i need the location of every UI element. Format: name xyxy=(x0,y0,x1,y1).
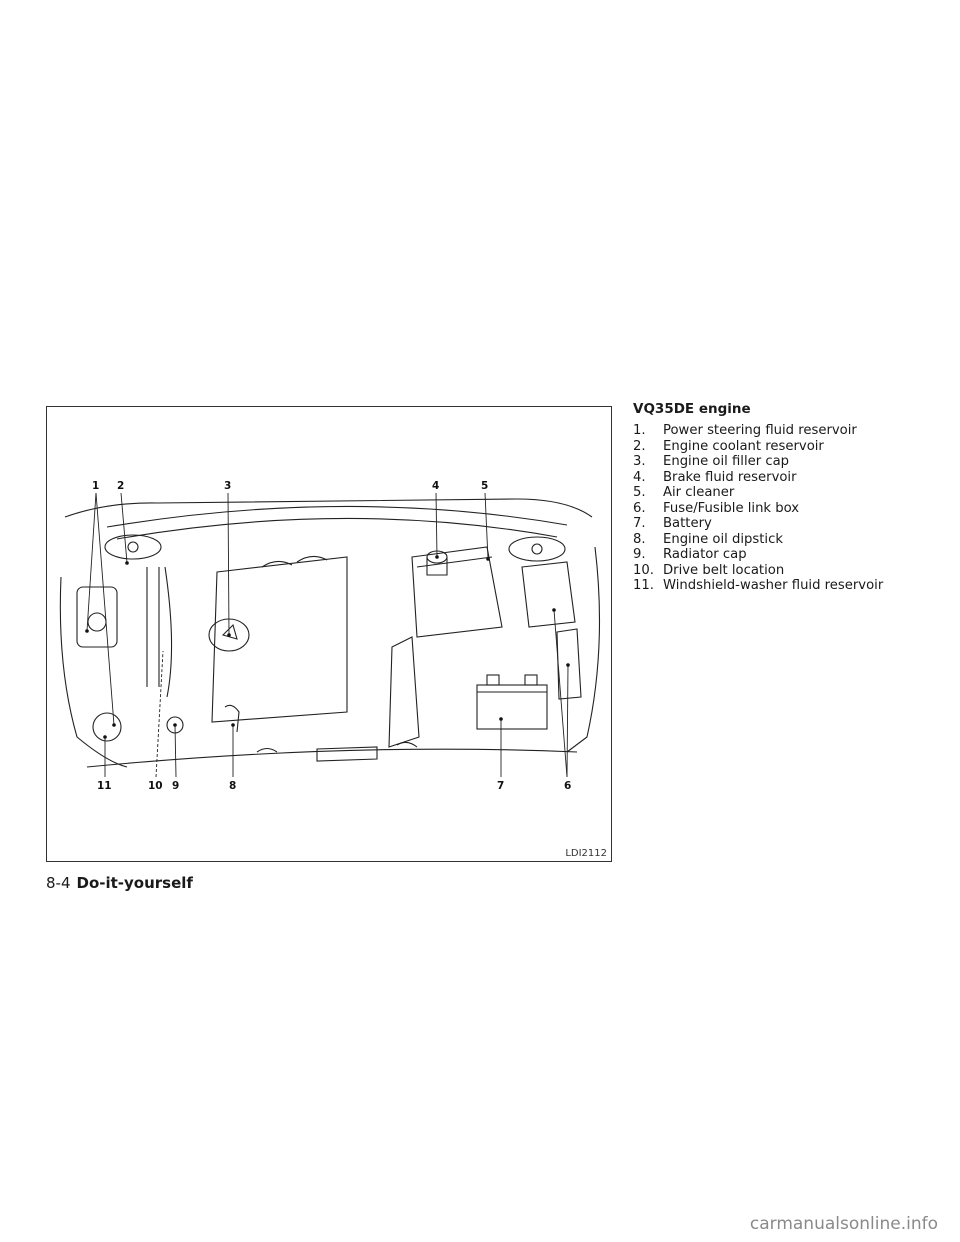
legend-label: Drive belt location xyxy=(663,562,785,578)
legend-number: 6. xyxy=(633,500,646,516)
callout-6: 6 xyxy=(564,780,571,792)
caption-title: VQ35DE engine xyxy=(633,401,751,417)
legend-label: Engine oil dipstick xyxy=(663,531,783,547)
legend-number: 9. xyxy=(633,547,646,562)
legend-label: Engine coolant reservoir xyxy=(663,438,824,454)
legend-item: 9. Radiator cap xyxy=(633,547,953,563)
legend-item: 5. Air cleaner xyxy=(633,485,953,501)
callout-9: 9 xyxy=(172,780,179,792)
section-title: Do-it-yourself xyxy=(76,874,193,892)
legend-number: 10. xyxy=(633,562,654,578)
legend-item: 6. Fuse/Fusible link box xyxy=(633,501,953,517)
legend-number: 1. xyxy=(633,423,646,438)
legend-label: Engine oil filler cap xyxy=(663,454,790,469)
legend-number: 4. xyxy=(633,469,646,485)
engine-diagram-figure: 1 2 3 4 5 6 7 8 9 10 11 LDI2112 xyxy=(46,406,612,862)
legend-item: 8. Engine oil dipstick xyxy=(633,532,953,548)
callout-5: 5 xyxy=(481,480,488,492)
legend-item: 11. Windshield-washer fluid reservoir xyxy=(633,578,953,594)
legend-item: 3. Engine oil filler cap xyxy=(633,454,953,470)
callout-11: 11 xyxy=(97,780,112,792)
component-legend: 1. Power steering fluid reservoir 2. Engin… xyxy=(633,423,953,594)
legend-label: Battery xyxy=(663,516,712,531)
engine-bay-illustration: 1 2 3 4 5 6 7 8 9 10 11 xyxy=(59,480,601,792)
legend-item: 10. Drive belt location xyxy=(633,563,953,579)
callout-7: 7 xyxy=(497,780,504,792)
page-number: 8-4 xyxy=(46,874,71,892)
callout-4: 4 xyxy=(432,480,439,492)
legend-label: Brake fluid reservoir xyxy=(663,469,797,485)
legend-label: Windshield-washer fluid reservoir xyxy=(663,578,884,593)
legend-number: 8. xyxy=(633,531,646,547)
legend-item: 1. Power steering fluid reservoir xyxy=(633,423,953,439)
legend-item: 7. Battery xyxy=(633,516,953,532)
page-footer: 8-4 Do-it-yourself xyxy=(46,874,193,892)
legend-number: 5. xyxy=(633,485,646,500)
legend-item: 2. Engine coolant reservoir xyxy=(633,439,953,455)
watermark: carmanualsonline.info xyxy=(749,1214,938,1234)
legend-number: 7. xyxy=(633,516,646,531)
figure-code: LDI2112 xyxy=(565,848,607,859)
legend-label: Power steering fluid reservoir xyxy=(663,423,857,438)
callout-2: 2 xyxy=(117,480,124,492)
callout-3: 3 xyxy=(224,480,231,492)
callout-1: 1 xyxy=(92,480,99,492)
callout-8: 8 xyxy=(229,780,236,792)
legend-label: Radiator cap xyxy=(663,547,747,562)
legend-item: 4. Brake fluid reservoir xyxy=(633,470,953,486)
callout-10: 10 xyxy=(148,780,163,792)
legend-number: 11. xyxy=(633,578,654,593)
legend-number: 3. xyxy=(633,454,646,469)
figure-caption: VQ35DE engine 1. Power steering fluid res… xyxy=(633,401,953,594)
legend-label: Air cleaner xyxy=(663,485,735,500)
legend-number: 2. xyxy=(633,438,646,454)
legend-label: Fuse/Fusible link box xyxy=(663,500,800,516)
